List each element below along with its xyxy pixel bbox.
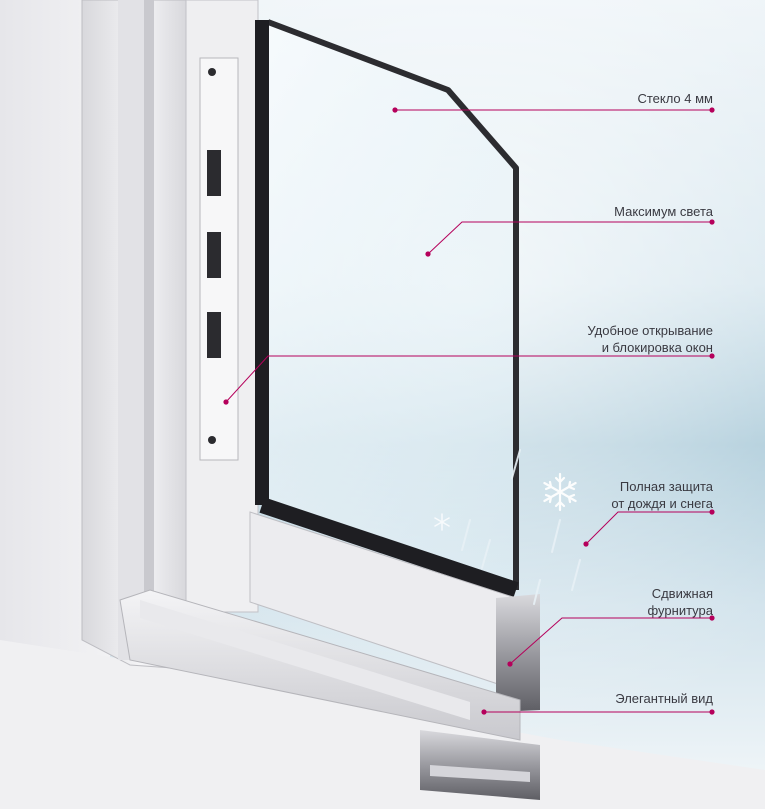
- callout-weather-line-2: от дождя и снега: [611, 496, 713, 511]
- callout-weather: Полная защита от дождя и снега: [611, 478, 713, 512]
- leader-sliding: [509, 617, 712, 665]
- callout-sliding-line-2: фурнитура: [647, 603, 714, 618]
- callout-light-line-1: Максимум света: [614, 204, 713, 219]
- callout-elegant: Элегантный вид: [615, 690, 713, 707]
- leader-light: [427, 221, 712, 255]
- snowflake-icon: [543, 472, 577, 512]
- callout-elegant-line-1: Элегантный вид: [615, 691, 713, 706]
- callout-weather-line-1: Полная защита: [619, 479, 713, 494]
- callout-lock-line-1: Удобное открывание: [587, 323, 713, 338]
- callout-lock-line-2: и блокировка окон: [601, 340, 713, 355]
- callout-glass-line-1: Стекло 4 мм: [637, 91, 713, 106]
- leader-lock: [225, 355, 712, 403]
- leader-weather: [585, 511, 712, 545]
- callout-leaders: [225, 109, 712, 713]
- callout-glass: Стекло 4 мм: [637, 90, 713, 107]
- callout-sliding-line-1: Сдвижная: [651, 586, 713, 601]
- callout-sliding: Сдвижная фурнитура: [648, 585, 714, 619]
- callout-lock: Удобное открывание и блокировка окон: [587, 322, 713, 356]
- callout-light: Максимум света: [614, 203, 713, 220]
